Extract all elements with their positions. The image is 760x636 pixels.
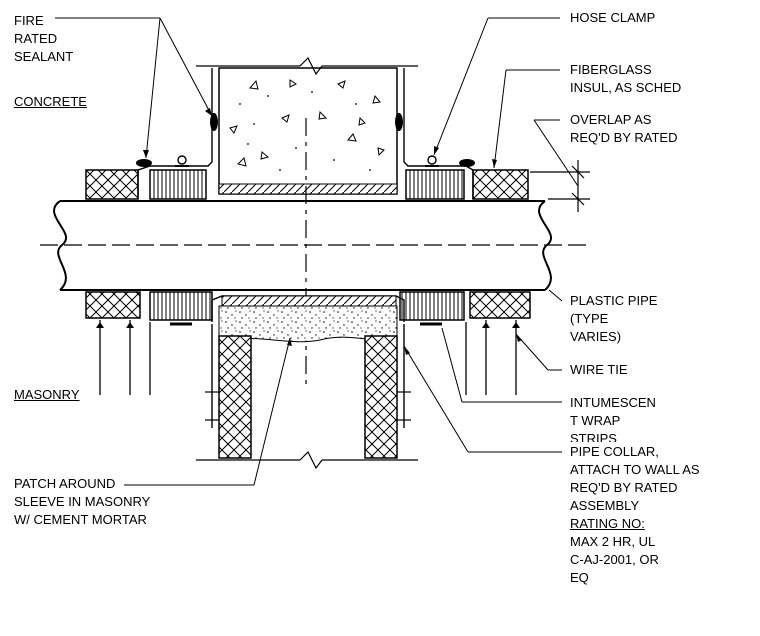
patch-label: PATCH AROUND SLEEVE IN MASONRY W/ CEMENT…: [14, 475, 150, 529]
plastic-pipe-label: PLASTIC PIPE (TYPE VARIES): [570, 292, 657, 346]
rating-heading: RATING NO:: [570, 516, 645, 531]
label-line: REQ'D BY RATED: [570, 130, 678, 145]
label-line: RATED: [14, 31, 58, 46]
label-line: FIRE: [14, 13, 44, 28]
label-line: EQ: [570, 570, 589, 585]
label-line: SEALANT: [14, 49, 74, 64]
plastic-pipe: [40, 200, 588, 291]
leader-lines: [55, 17, 579, 486]
concrete-block: [196, 56, 418, 195]
label-line: SLEEVE IN MASONRY: [14, 494, 151, 509]
concrete-label: CONCRETE: [14, 94, 87, 109]
hose-clamp-label: HOSE CLAMP: [570, 10, 656, 25]
label-line: PIPE COLLAR,: [570, 444, 659, 459]
label-line: MAX 2 HR, UL: [570, 534, 656, 549]
lower-insulation: [85, 291, 531, 395]
label-line: REQ'D BY RATED: [570, 480, 678, 495]
wire-tie-label: WIRE TIE: [570, 362, 628, 377]
pipe-collar-label: PIPE COLLAR, ATTACH TO WALL AS REQ'D BY …: [570, 443, 700, 587]
masonry-label: MASONRY: [14, 387, 80, 402]
label-line: INSUL, AS SCHED: [570, 80, 682, 95]
overlap-label: OVERLAP AS REQ'D BY RATED: [570, 111, 677, 147]
label-line: ATTACH TO WALL AS: [570, 462, 700, 477]
label-line: PLASTIC PIPE: [570, 293, 658, 308]
intumescent-label: INTUMESCEN T WRAP STRIPS: [570, 394, 656, 442]
label-line: STRIPS: [570, 431, 617, 442]
label-line: C-AJ-2001, OR: [570, 552, 659, 567]
label-line: INTUMESCEN: [570, 395, 656, 410]
overlap-dimension: [530, 160, 590, 212]
label-line: OVERLAP AS: [570, 112, 652, 127]
label-line: ASSEMBLY: [570, 498, 640, 513]
masonry-wall: [196, 305, 418, 470]
label-line: (TYPE: [570, 311, 609, 326]
upper-insulation: [85, 68, 529, 200]
fire-rated-sealant-label: FIRE RATED SEALANT: [14, 12, 73, 66]
label-line: VARIES): [570, 329, 622, 344]
label-line: T WRAP: [570, 413, 621, 428]
label-line: FIBERGLASS: [570, 62, 652, 77]
label-line: W/ CEMENT MORTAR: [14, 512, 147, 527]
fiberglass-label: FIBERGLASS INSUL, AS SCHED: [570, 61, 681, 97]
label-line: PATCH AROUND: [14, 476, 116, 491]
